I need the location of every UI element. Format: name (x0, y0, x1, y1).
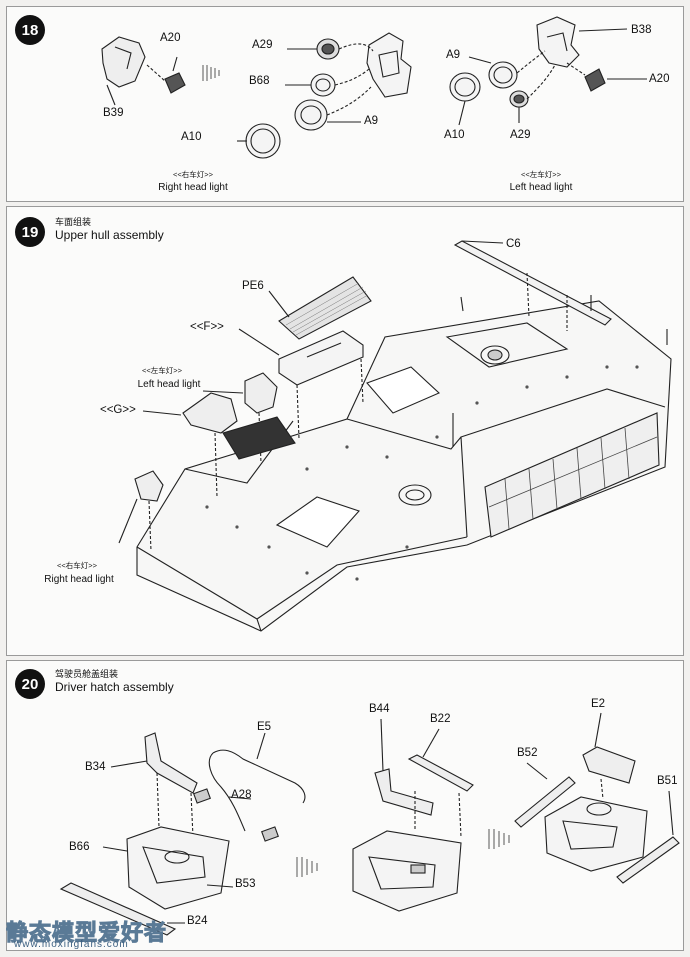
step-number-badge: 18 (15, 15, 45, 45)
label-pe6: PE6 (242, 280, 264, 292)
label-a28: A28 (231, 789, 252, 801)
label-g: <<G>> (100, 404, 136, 416)
step-18-diagram (101, 16, 647, 159)
part-e2 (582, 746, 636, 784)
label-b22: B22 (430, 713, 451, 725)
label-b39: B39 (103, 107, 124, 119)
part-b24 (59, 882, 177, 936)
step-title: Driver hatch assembly (55, 680, 174, 694)
part-b44 (374, 768, 434, 816)
label-a20-right: A20 (649, 73, 670, 85)
left-headlight-caption: Left head light (509, 182, 573, 193)
part-g-assembly (182, 392, 238, 434)
right-headlight-caption-cn: <<右车灯>> (56, 561, 98, 570)
right-headlight-caption: Right head light (44, 574, 114, 585)
label-b52: B52 (517, 747, 538, 759)
label-a29-right: A29 (510, 129, 531, 141)
step-number-badge: 20 (15, 669, 45, 699)
part-b51 (616, 836, 680, 884)
label-e2: E2 (591, 698, 606, 710)
part-a20-right (584, 68, 606, 92)
part-b38-housing (366, 32, 412, 98)
label-f: <<F>> (190, 321, 224, 333)
part-c6 (453, 240, 612, 326)
part-b22 (407, 754, 474, 792)
left-headlight-caption-cn: <<左车灯>> (141, 366, 183, 375)
part-b68 (310, 73, 336, 97)
label-b38: B38 (631, 24, 652, 36)
step-title: Upper hull assembly (55, 228, 164, 242)
label-a29: A29 (252, 39, 273, 51)
upper-hull-diagram (118, 240, 672, 632)
hatch-base-2 (352, 830, 462, 912)
assembly-arrow (202, 65, 220, 81)
part-a9-right (488, 61, 518, 89)
part-b34 (144, 732, 198, 794)
left-headlight-caption-cn: <<左车灯>> (520, 170, 562, 179)
part-left-headlight (244, 372, 278, 414)
rear-hatch-opening (366, 366, 440, 414)
assembly-arrow (488, 829, 510, 849)
step-19-panel: 19 车面组装 Upper hull assembly (6, 206, 684, 656)
part-pe6 (278, 276, 372, 340)
part-b39 (101, 36, 146, 88)
part-e5 (212, 749, 306, 804)
part-b38 (536, 16, 580, 68)
hatch-base-3 (544, 796, 648, 872)
step-number-badge: 19 (15, 217, 45, 247)
label-b24: B24 (187, 915, 208, 927)
driver-hatch-diagram (59, 712, 680, 936)
watermark-url: www.moxingfans.com (14, 939, 129, 950)
part-b52 (514, 776, 576, 828)
label-b44: B44 (369, 703, 390, 715)
assembly-arrow (296, 857, 318, 877)
label-e5: E5 (257, 721, 272, 733)
part-a20 (164, 72, 186, 94)
label-a9: A9 (364, 115, 379, 127)
driver-hatch-opening (275, 496, 360, 548)
label-a10: A10 (181, 131, 202, 143)
label-b66: B66 (69, 841, 90, 853)
part-f-assembly (278, 330, 364, 386)
part-right-headlight (134, 470, 164, 502)
label-b68: B68 (249, 75, 270, 87)
left-headlight-caption: Left head light (137, 379, 201, 390)
step-title-cn: 驾驶员舱盖组装 (55, 669, 119, 679)
right-headlight-caption: Right head light (158, 182, 228, 193)
step-18-panel: 18 (6, 6, 684, 202)
label-c6: C6 (506, 238, 521, 250)
part-a9-mid (294, 99, 328, 131)
right-headlight-caption-cn: <<右车灯>> (172, 170, 214, 179)
label-a10-right: A10 (444, 129, 465, 141)
hatch-base-1 (126, 826, 230, 910)
label-a20: A20 (160, 32, 181, 44)
label-a9-right: A9 (446, 49, 461, 61)
turret-ring (398, 484, 432, 506)
step-title-cn: 车面组装 (55, 217, 92, 227)
upper-hull (136, 300, 672, 632)
step-20-panel: 20 驾驶员舱盖组装 Driver hatch assembly (6, 660, 684, 951)
part-a28 (193, 788, 211, 804)
label-b53: B53 (235, 878, 256, 890)
side-grille (484, 412, 660, 538)
watermark-logo: 静态模型爱好者 (5, 921, 168, 947)
label-b34: B34 (85, 761, 106, 773)
label-b51: B51 (657, 775, 678, 787)
